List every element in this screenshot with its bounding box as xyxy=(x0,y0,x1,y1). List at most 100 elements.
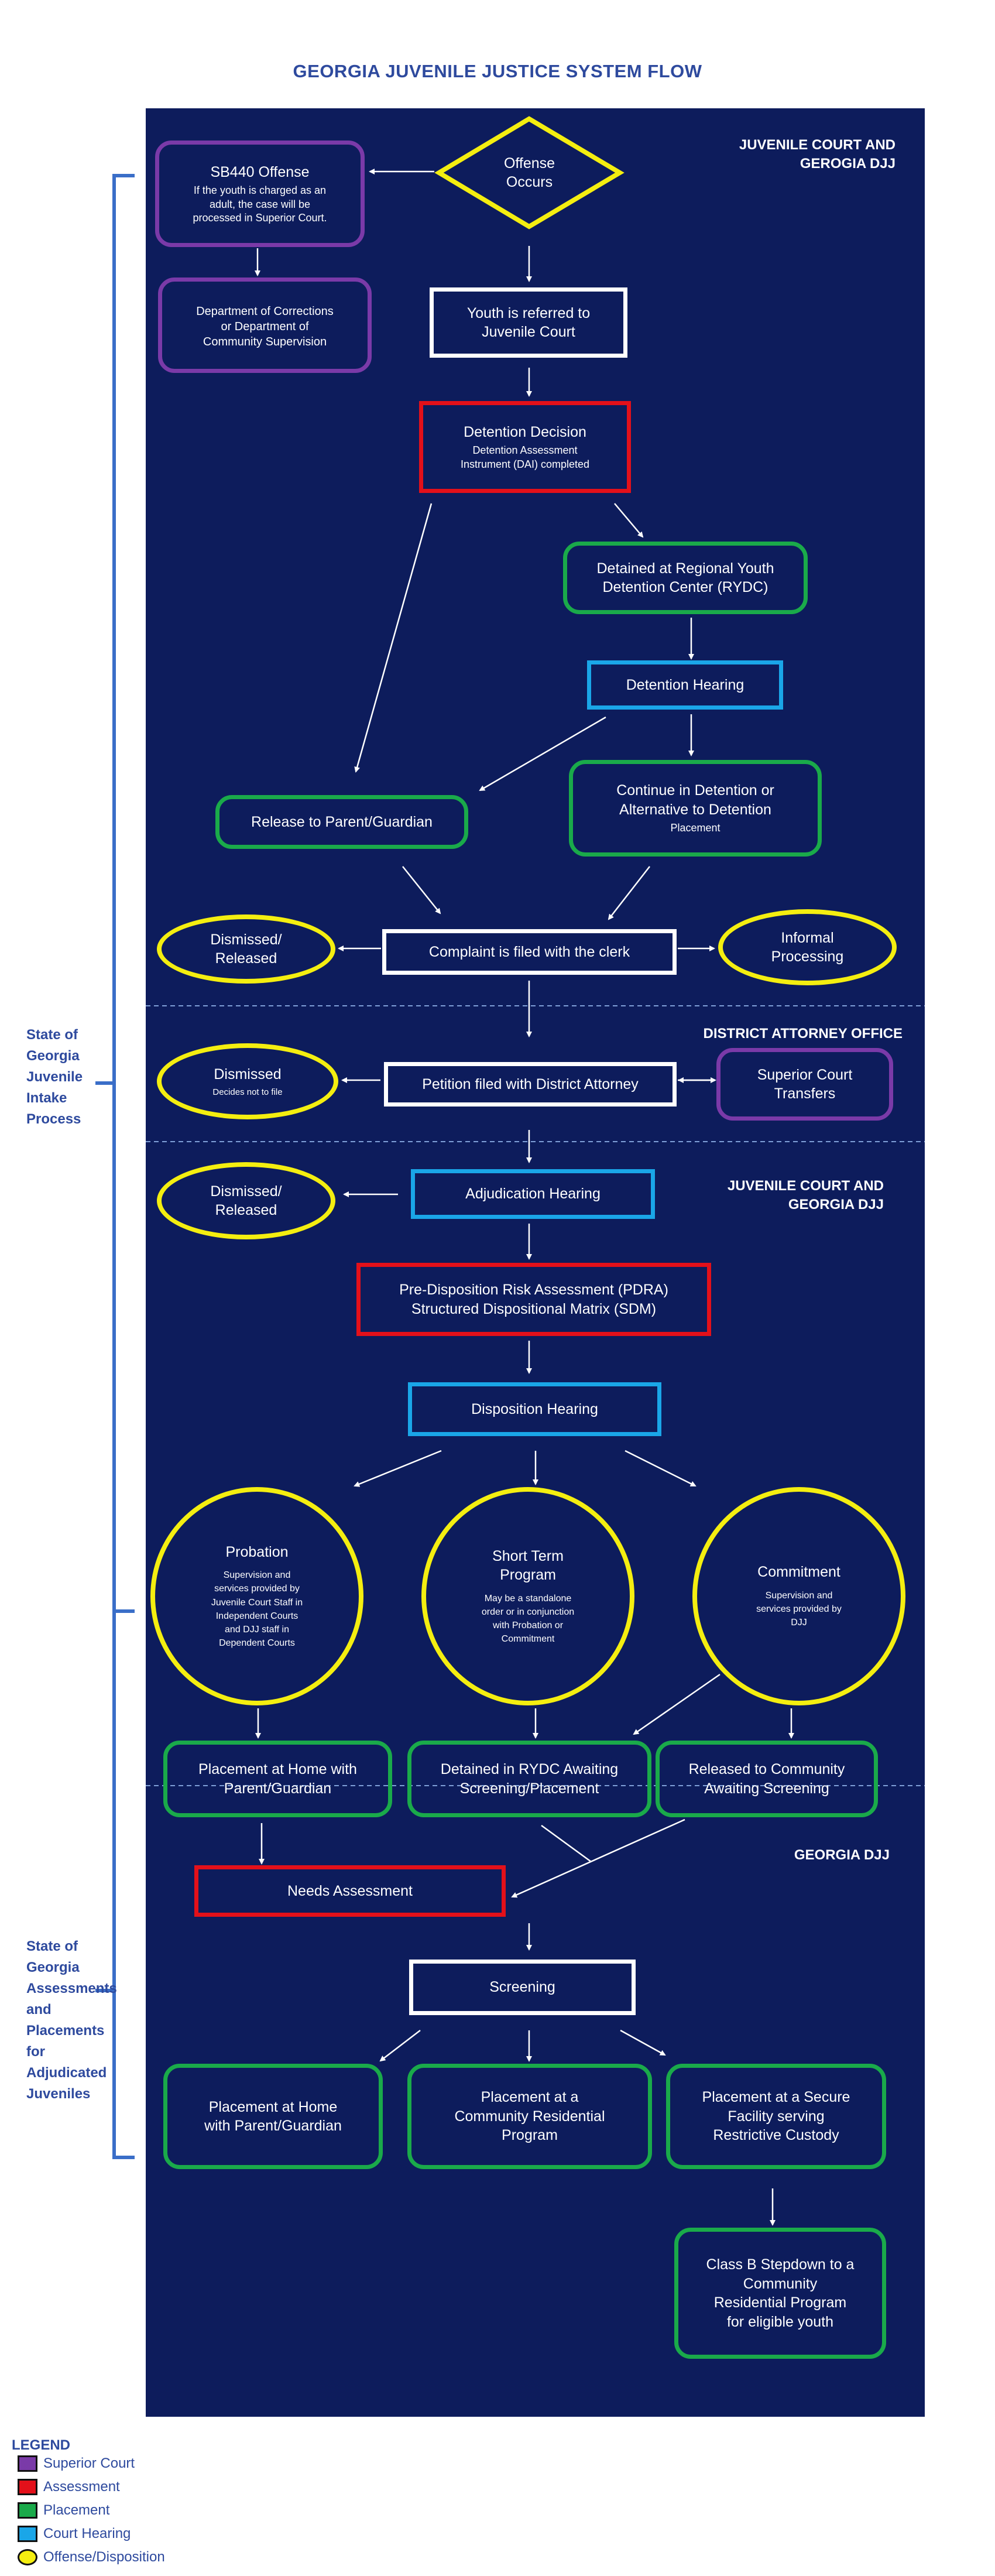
continue-detention-desc: Placement xyxy=(670,822,720,834)
detained-rydc-awaiting-node: Detained in RYDC Awaiting Screening/Plac… xyxy=(407,1741,651,1817)
section-label-georgia-djj: GEORGIA DJJ xyxy=(794,1847,890,1863)
section-label-juvenile-court-mid: JUVENILE COURT AND GEORGIA DJJ xyxy=(727,1178,884,1213)
pdra-label: Pre-Disposition Risk Assessment (PDRA) S… xyxy=(399,1282,668,1317)
legend-title: LEGEND xyxy=(12,2437,71,2453)
disposition-hearing-node: Disposition Hearing xyxy=(408,1382,661,1436)
petition-label: Petition filed with District Attorney xyxy=(422,1075,639,1092)
bracket-intake xyxy=(112,174,135,1613)
class-b-label: Class B Stepdown to a Community Resident… xyxy=(706,2256,855,2330)
probation-node: Probation Supervision and services provi… xyxy=(150,1487,363,1705)
disposition-hearing-label: Disposition Hearing xyxy=(471,1400,598,1417)
dismissed-desc: Decides not to file xyxy=(212,1087,283,1097)
placement-home-2-label: Placement at Home with Parent/Guardian xyxy=(204,2098,342,2135)
arrow-release-complaint xyxy=(402,866,441,914)
arrow-hearing-release xyxy=(479,716,606,792)
detention-decision-title: Detention Decision xyxy=(464,423,586,440)
legend-label: Placement xyxy=(43,2502,110,2518)
short-term-program-node: Short Term Program May be a standalone o… xyxy=(421,1487,634,1705)
placement-home-2-node: Placement at Home with Parent/Guardian xyxy=(163,2064,383,2169)
dismissed-released-2-node: Dismissed/ Released xyxy=(157,1162,335,1239)
dismissed-released-1-node: Dismissed/ Released xyxy=(157,914,335,984)
legend-label: Assessment xyxy=(43,2479,120,2495)
needs-assessment-label: Needs Assessment xyxy=(287,1882,413,1899)
placement-community-label: Placement at a Community Residential Pro… xyxy=(454,2089,605,2144)
arrow-detention-release xyxy=(354,503,433,773)
legend-label: Superior Court xyxy=(43,2455,135,2471)
legend-label: Court Hearing xyxy=(43,2526,131,2541)
arrow-disposition-probation xyxy=(354,1450,442,1487)
short-term-title: Short Term Program xyxy=(492,1547,564,1584)
offense-occurs-node: Offense Occurs xyxy=(464,143,595,202)
complaint-node: Complaint is filed with the clerk xyxy=(382,929,677,975)
detention-decision-desc: Detention Assessment Instrument (DAI) co… xyxy=(460,444,590,470)
adjudication-hearing-node: Adjudication Hearing xyxy=(411,1169,655,1219)
doc-node: Department of Corrections or Department … xyxy=(158,278,372,373)
doc-label: Department of Corrections or Department … xyxy=(196,304,334,348)
legend-label: Offense/Disposition xyxy=(43,2549,165,2565)
informal-processing-label: Informal Processing xyxy=(771,929,844,965)
commitment-desc: Supervision and services provided by DJJ xyxy=(756,1590,842,1628)
connector-rydc-needs xyxy=(541,1824,592,1863)
placement-secure-node: Placement at a Secure Facility serving R… xyxy=(666,2064,886,2169)
arrow-continue-complaint xyxy=(608,866,650,920)
needs-assessment-node: Needs Assessment xyxy=(194,1865,506,1917)
page-title: GEORGIA JUVENILE JUSTICE SYSTEM FLOW xyxy=(293,61,702,81)
short-term-desc: May be a standalone order or in conjunct… xyxy=(481,1593,575,1645)
sb440-desc: If the youth is charged as an adult, the… xyxy=(193,184,327,224)
dismissed-node: Dismissed Decides not to file xyxy=(157,1043,338,1119)
superior-transfers-node: Superior Court Transfers xyxy=(716,1048,893,1121)
complaint-label: Complaint is filed with the clerk xyxy=(428,943,630,960)
arrow-screening-secure xyxy=(620,2029,666,2056)
arrow-detention-rydc xyxy=(614,503,644,538)
probation-desc: Supervision and services provided by Juv… xyxy=(211,1570,303,1649)
dismissed-title: Dismissed xyxy=(214,1066,282,1083)
legend-item-offense-disposition: Offense/Disposition xyxy=(18,2547,165,2568)
placement-community-node: Placement at a Community Residential Pro… xyxy=(407,2064,652,2169)
side-label-intake: State of Georgia Juvenile Intake Process xyxy=(26,1027,83,1127)
legend-swatch-blue xyxy=(18,2526,37,2542)
placement-home-1-label: Placement at Home with Parent/Guardian xyxy=(198,1761,357,1797)
dismissed-released-2-label: Dismissed/ Released xyxy=(210,1183,282,1219)
class-b-stepdown-node: Class B Stepdown to a Community Resident… xyxy=(674,2228,886,2359)
offense-occurs-label: Offense Occurs xyxy=(503,155,555,191)
legend-item-assessment: Assessment xyxy=(18,2476,120,2498)
legend-item-placement: Placement xyxy=(18,2500,109,2521)
legend-swatch-red xyxy=(18,2479,37,2495)
commitment-title: Commitment xyxy=(757,1564,840,1581)
rydc-label: Detained at Regional Youth Detention Cen… xyxy=(596,560,774,596)
arrow-commitment-rydc xyxy=(633,1673,720,1735)
screening-label: Screening xyxy=(489,1979,555,1996)
sb440-offense-node: SB440 Offense If the youth is charged as… xyxy=(155,141,365,247)
section-label-district-attorney: DISTRICT ATTORNEY OFFICE xyxy=(703,1026,903,1042)
legend-item-court-hearing: Court Hearing xyxy=(18,2523,131,2544)
superior-transfers-label: Superior Court Transfers xyxy=(757,1066,853,1102)
offense-occurs-diamond xyxy=(434,116,625,229)
probation-title: Probation xyxy=(225,1543,289,1560)
petition-node: Petition filed with District Attorney xyxy=(384,1062,677,1107)
dismissed-released-1-label: Dismissed/ Released xyxy=(210,931,282,967)
screening-node: Screening xyxy=(409,1960,636,2015)
placement-home-1-node: Placement at Home with Parent/Guardian xyxy=(163,1741,392,1817)
adjudication-hearing-label: Adjudication Hearing xyxy=(465,1186,601,1203)
informal-processing-node: Informal Processing xyxy=(718,909,897,985)
flow-panel xyxy=(146,108,925,2417)
continue-detention-title: Continue in Detention or Alternative to … xyxy=(616,782,774,818)
release-parent-node: Release to Parent/Guardian xyxy=(215,795,468,849)
detention-hearing-node: Detention Hearing xyxy=(587,660,783,710)
released-community-node: Released to Community Awaiting Screening xyxy=(656,1741,878,1817)
arrow-released-needs xyxy=(511,1818,685,1898)
continue-detention-node: Continue in Detention or Alternative to … xyxy=(569,760,822,857)
section-label-juvenile-court-top: JUVENILE COURT AND GEROGIA DJJ xyxy=(739,137,896,172)
sb440-title: SB440 Offense xyxy=(210,163,310,180)
rydc-node: Detained at Regional Youth Detention Cen… xyxy=(563,542,808,614)
legend-item-superior-court: Superior Court xyxy=(18,2453,135,2474)
legend-swatch-yellow xyxy=(18,2549,37,2565)
released-community-label: Released to Community Awaiting Screening xyxy=(688,1761,845,1797)
pdra-node: Pre-Disposition Risk Assessment (PDRA) S… xyxy=(356,1263,711,1336)
arrow-disposition-commitment xyxy=(625,1450,696,1487)
side-label-assessments: State of Georgia Assessments and Placeme… xyxy=(26,1938,117,2102)
arrow-screening-home xyxy=(379,2030,421,2062)
placement-secure-label: Placement at a Secure Facility serving R… xyxy=(702,2089,850,2144)
bracket-assessments xyxy=(112,1609,135,2159)
